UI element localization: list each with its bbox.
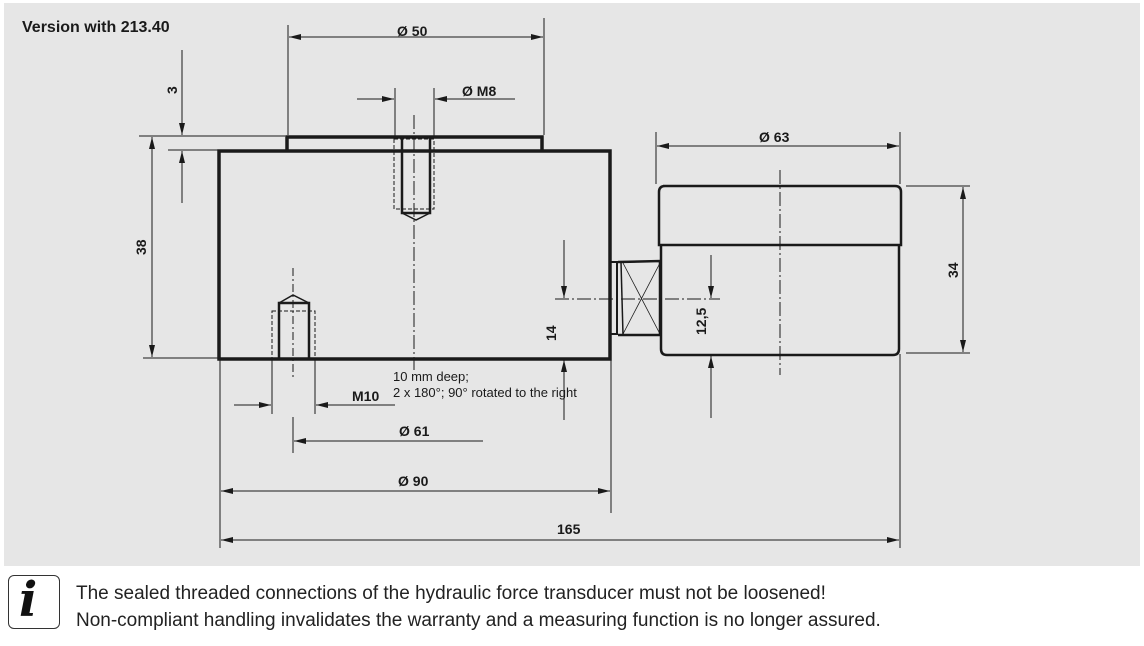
m10-thread-hole [271, 268, 316, 380]
dim-label-d63: Ø 63 [759, 129, 790, 145]
dim-label-m10: M10 [352, 388, 379, 404]
annotation-line-2: 2 x 180°; 90° rotated to the right [393, 385, 577, 400]
dim-label-d50: Ø 50 [397, 23, 428, 39]
hex-adapter [609, 259, 662, 337]
warranty-notice: The sealed threaded connections of the h… [76, 580, 881, 634]
pressure-gauge [657, 170, 903, 375]
drawing-title: Version with 213.40 [22, 19, 170, 36]
dim-label-m8: Ø M8 [462, 83, 496, 99]
dim-label-d90: Ø 90 [398, 473, 429, 489]
dim-label-34: 34 [945, 262, 961, 278]
dim-label-d61: Ø 61 [399, 423, 430, 439]
info-icon: i [8, 572, 60, 629]
notice-line-2: Non-compliant handling invalidates the w… [76, 610, 881, 631]
dim-label-38: 38 [133, 239, 149, 255]
notice-line-1: The sealed threaded connections of the h… [76, 583, 826, 604]
dim-label-12-5: 12,5 [693, 308, 709, 335]
dim-label-14: 14 [543, 325, 559, 341]
drawing-panel [4, 3, 1140, 566]
annotation-line-1: 10 mm deep; [393, 369, 469, 384]
dim-label-3: 3 [164, 86, 180, 94]
dim-label-165: 165 [557, 521, 581, 537]
